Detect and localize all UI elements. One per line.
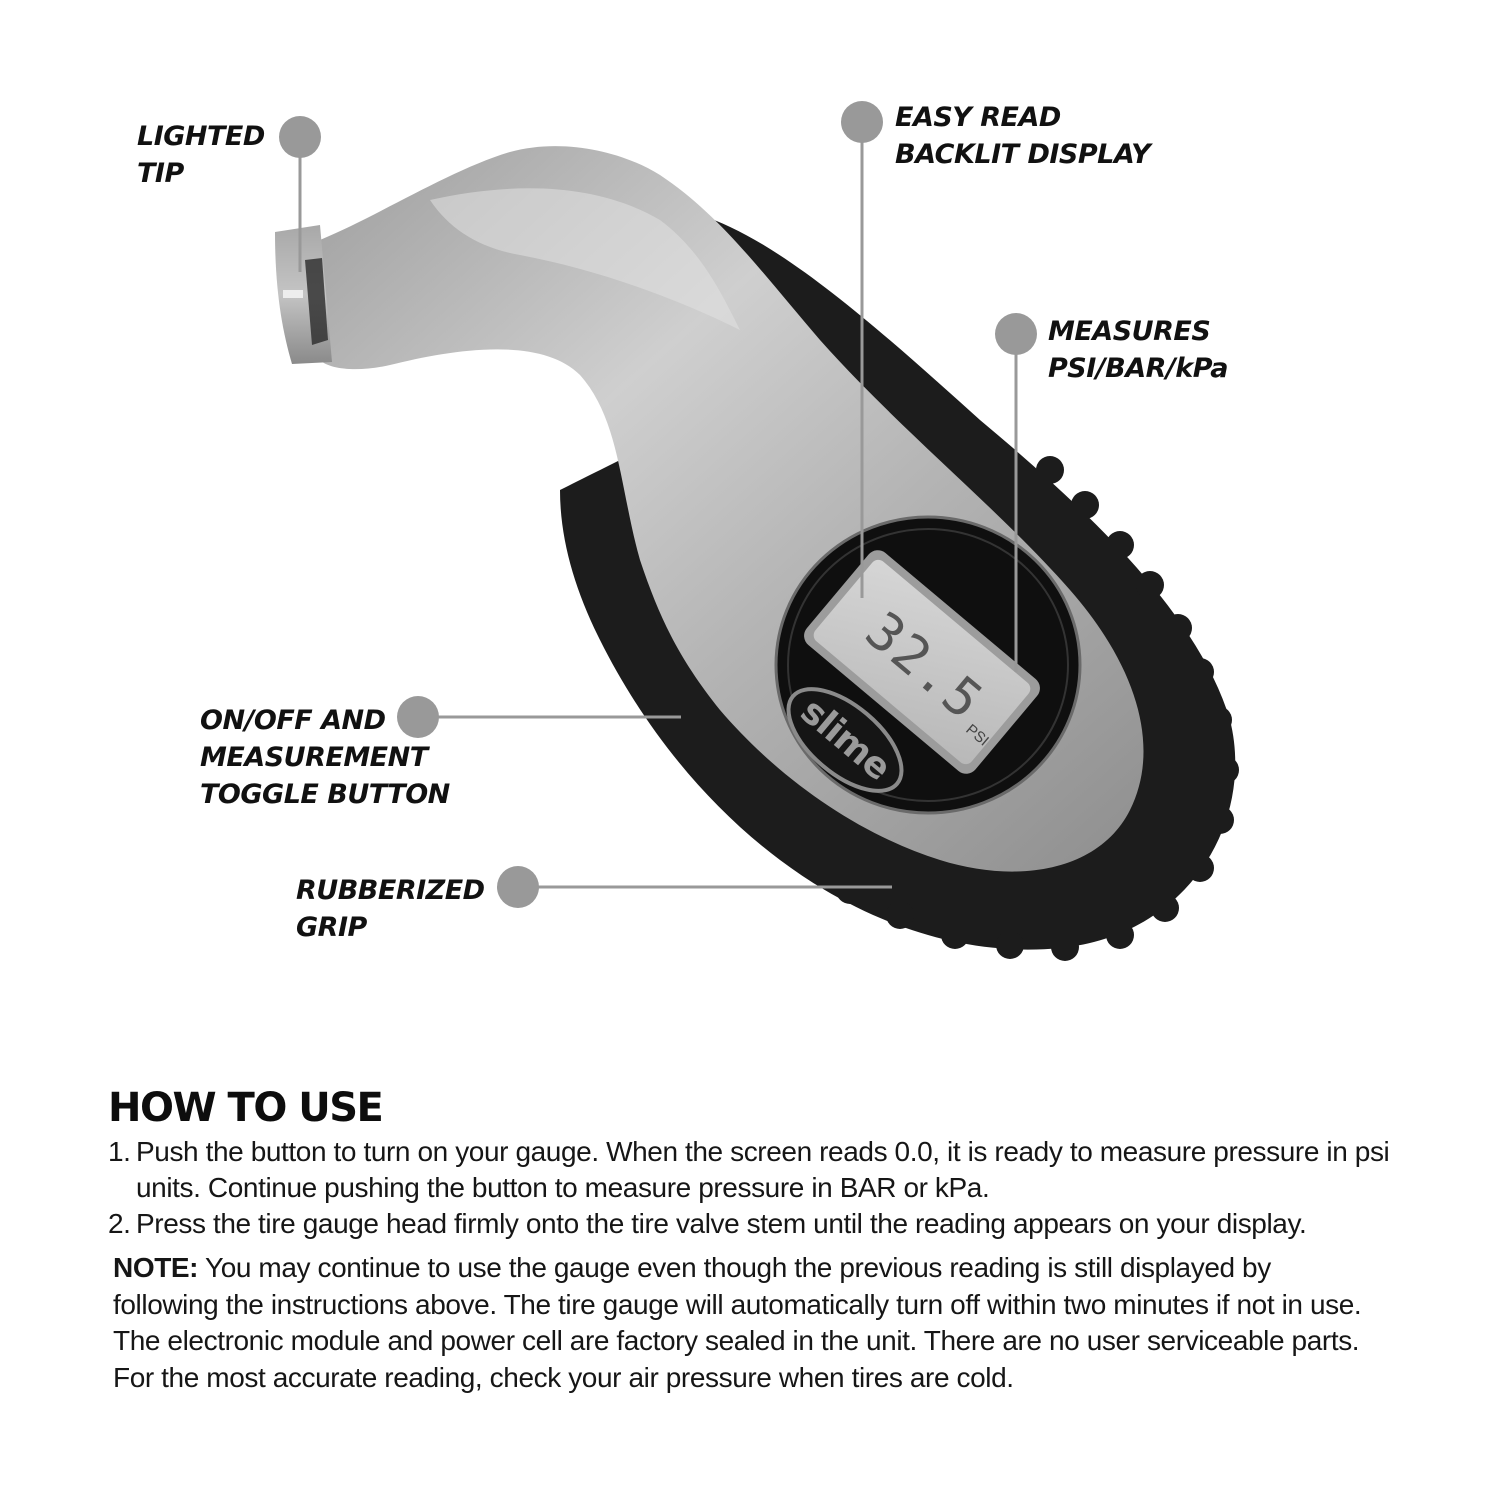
- units-callout-dot: [995, 313, 1037, 355]
- instruction-step: 2. Press the tire gauge head firmly onto…: [108, 1208, 1307, 1239]
- lighted-tip-callout-dot: [279, 116, 321, 158]
- lcd-screen: [804, 550, 1040, 774]
- how-to-use-heading: HOW TO USE: [108, 1085, 384, 1131]
- lighted-tip: [275, 225, 332, 364]
- slime-logo: [786, 687, 904, 793]
- tire-gauge-illustration: [275, 146, 1239, 961]
- callout-lighted-tip: LIGHTED TIP: [137, 121, 265, 189]
- toggle-callout-dot: [397, 696, 439, 738]
- instruction-steps: 1. Push the button to turn on your gauge…: [108, 1134, 1408, 1242]
- note-label: NOTE:: [113, 1252, 199, 1283]
- callout-backlit-display: EASY READ BACKLIT DISPLAY: [895, 102, 1151, 170]
- callout-units: MEASURES PSI/BAR/kPa: [1048, 316, 1229, 384]
- display-callout-dot: [841, 101, 883, 143]
- callout-toggle-button: ON/OFF AND MEASUREMENT TOGGLE BUTTON: [200, 705, 450, 810]
- instruction-step: 1. Push the button to turn on your gauge…: [108, 1136, 1390, 1203]
- note-text: You may continue to use the gauge even t…: [113, 1252, 1362, 1393]
- callout-markers: [279, 101, 1037, 908]
- product-diagram: 32.5 PSI slime LIGHTED TIP EASY READ BAC…: [137, 101, 1239, 961]
- callout-rubberized-grip: RUBBERIZED GRIP: [296, 875, 485, 943]
- how-to-use-section: HOW TO USE 1. Push the button to turn on…: [108, 1082, 1408, 1396]
- grip-callout-dot: [497, 866, 539, 908]
- note-paragraph: NOTE: You may continue to use the gauge …: [113, 1250, 1363, 1396]
